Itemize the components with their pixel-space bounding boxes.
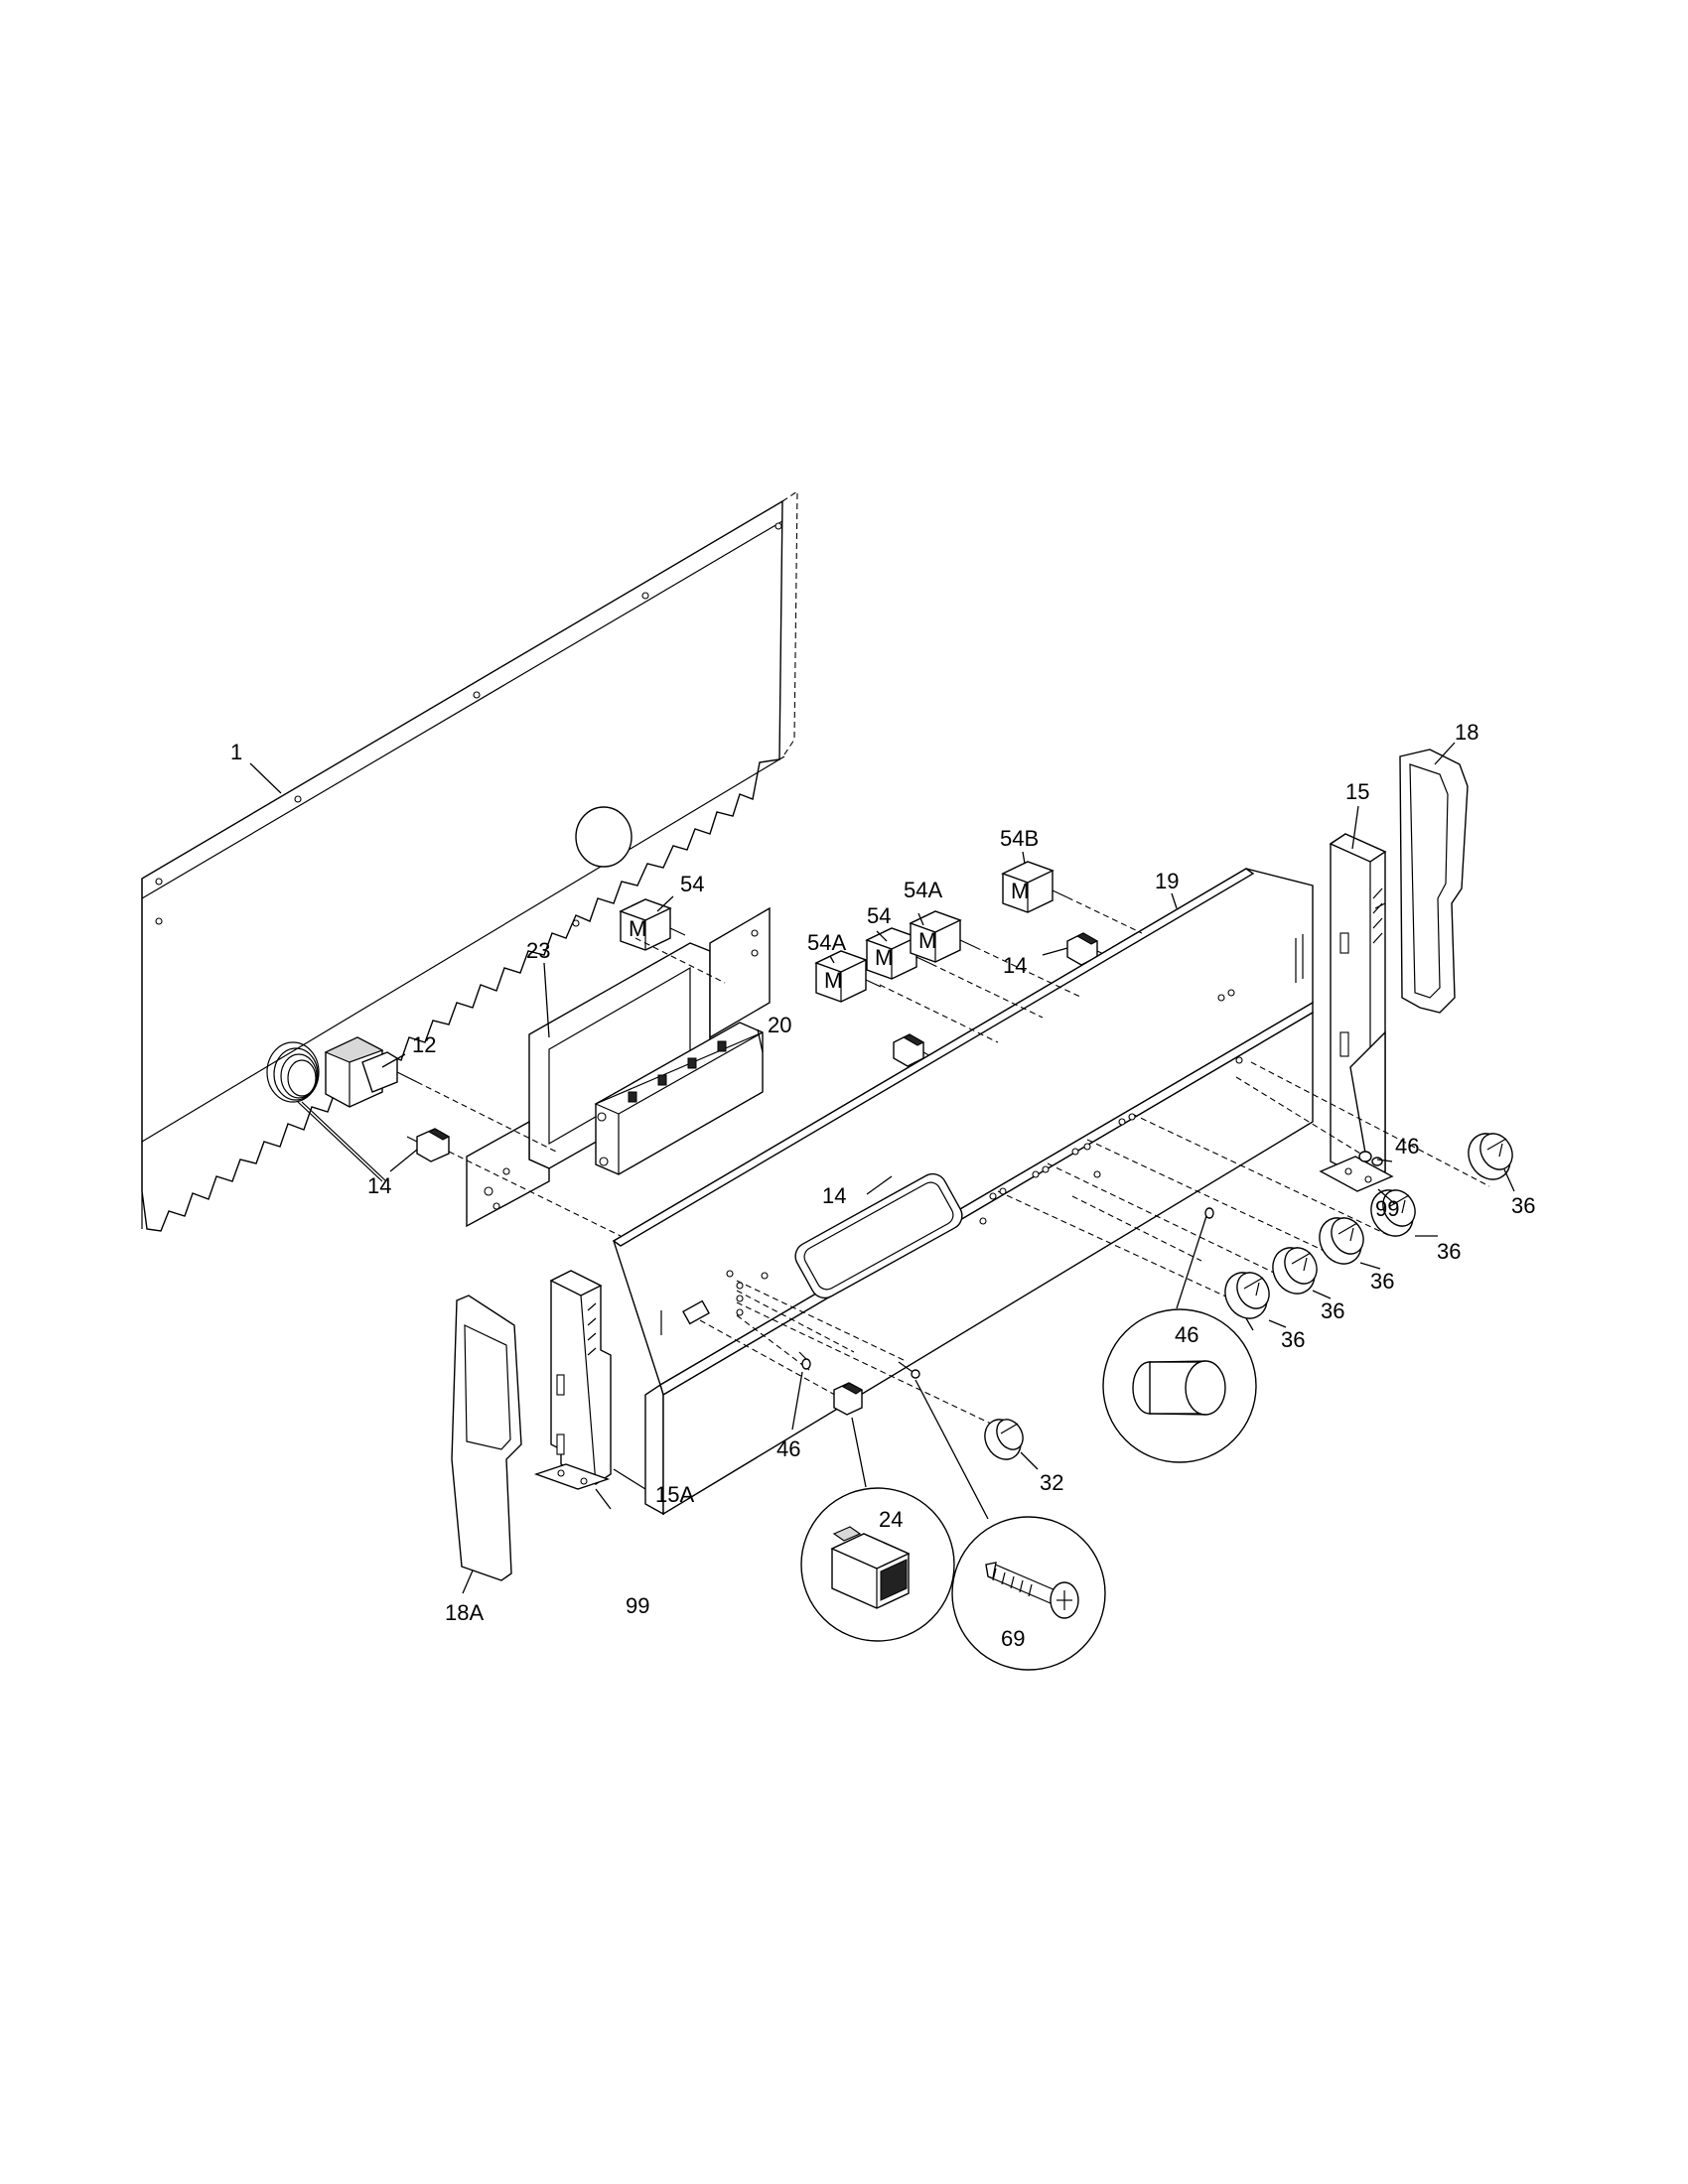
label-14-right: 14 xyxy=(1003,953,1027,978)
assembly-lines xyxy=(416,896,1490,1426)
label-14-left: 14 xyxy=(367,1173,391,1198)
switch-14-center xyxy=(893,1033,939,1067)
label-36-b: 36 xyxy=(1321,1298,1344,1323)
label-36-d: 36 xyxy=(1437,1239,1461,1264)
end-trim-right xyxy=(1319,833,1394,1192)
thermostat xyxy=(266,1036,418,1182)
label-18a: 18A xyxy=(445,1600,484,1625)
label-69: 69 xyxy=(1001,1626,1025,1651)
label-46-right: 46 xyxy=(1395,1134,1419,1159)
label-20: 20 xyxy=(768,1013,791,1037)
backguard-panel xyxy=(141,489,798,1232)
label-24: 24 xyxy=(879,1507,903,1532)
label-23: 23 xyxy=(526,938,550,963)
pin-left xyxy=(798,1351,811,1370)
svg-text:M: M xyxy=(629,916,646,941)
end-cap-left xyxy=(451,1295,522,1581)
svg-text:M: M xyxy=(875,945,893,970)
svg-text:M: M xyxy=(1011,879,1029,903)
label-12: 12 xyxy=(412,1032,436,1057)
switch-54-center: M xyxy=(865,927,932,980)
switch-54b: M xyxy=(1001,861,1068,913)
detail-circle-rocker xyxy=(800,1487,955,1642)
label-19: 19 xyxy=(1155,869,1179,893)
label-99-left: 99 xyxy=(626,1593,649,1618)
svg-text:M: M xyxy=(918,928,936,953)
control-panel xyxy=(612,868,1314,1516)
knob-36-b xyxy=(1272,1247,1318,1295)
detail-circle-pin xyxy=(1102,1207,1257,1463)
callout-labels: 1 12 14 23 20 54 54A 54 54A 54B 14 14 19… xyxy=(230,720,1535,1651)
label-32: 32 xyxy=(1040,1470,1063,1495)
panel-holes xyxy=(726,989,1243,1316)
switch-54a-left: M xyxy=(814,950,882,1003)
label-36-c: 36 xyxy=(1370,1269,1394,1294)
label-99-right: 99 xyxy=(1375,1196,1399,1221)
label-36-a: 36 xyxy=(1281,1327,1305,1352)
leader-lines xyxy=(249,742,1515,1594)
detail-circle-screw xyxy=(951,1516,1106,1671)
label-54b: 54B xyxy=(1000,826,1039,851)
screw-small xyxy=(898,1361,920,1379)
label-54-center: 54 xyxy=(867,903,891,928)
label-15a: 15A xyxy=(655,1482,694,1507)
end-cap-right xyxy=(1399,749,1469,1014)
knob-32 xyxy=(984,1419,1024,1460)
label-54-left: 54 xyxy=(680,872,704,896)
svg-text:M: M xyxy=(824,968,842,993)
label-1: 1 xyxy=(230,740,242,764)
bracket xyxy=(466,906,771,1228)
label-54a-right: 54A xyxy=(904,878,942,902)
switch-54-left: M xyxy=(619,898,686,951)
label-14-center: 14 xyxy=(822,1183,846,1208)
label-46-left: 46 xyxy=(776,1436,800,1461)
knob-36-d xyxy=(1370,1189,1416,1237)
label-15: 15 xyxy=(1345,779,1369,804)
control-board xyxy=(594,1022,764,1175)
knob-36-a xyxy=(1224,1272,1270,1319)
switch-14-left xyxy=(406,1128,451,1162)
rocker-switch-small xyxy=(833,1382,867,1488)
leader-screw xyxy=(914,1379,989,1520)
label-18: 18 xyxy=(1455,720,1478,745)
knob-36-c xyxy=(1319,1217,1364,1265)
knob-36-e xyxy=(1468,1133,1513,1180)
label-36-e: 36 xyxy=(1511,1193,1535,1218)
label-46-detail: 46 xyxy=(1175,1322,1198,1347)
end-trim-left xyxy=(533,1270,612,1490)
label-54a-left: 54A xyxy=(807,930,846,955)
